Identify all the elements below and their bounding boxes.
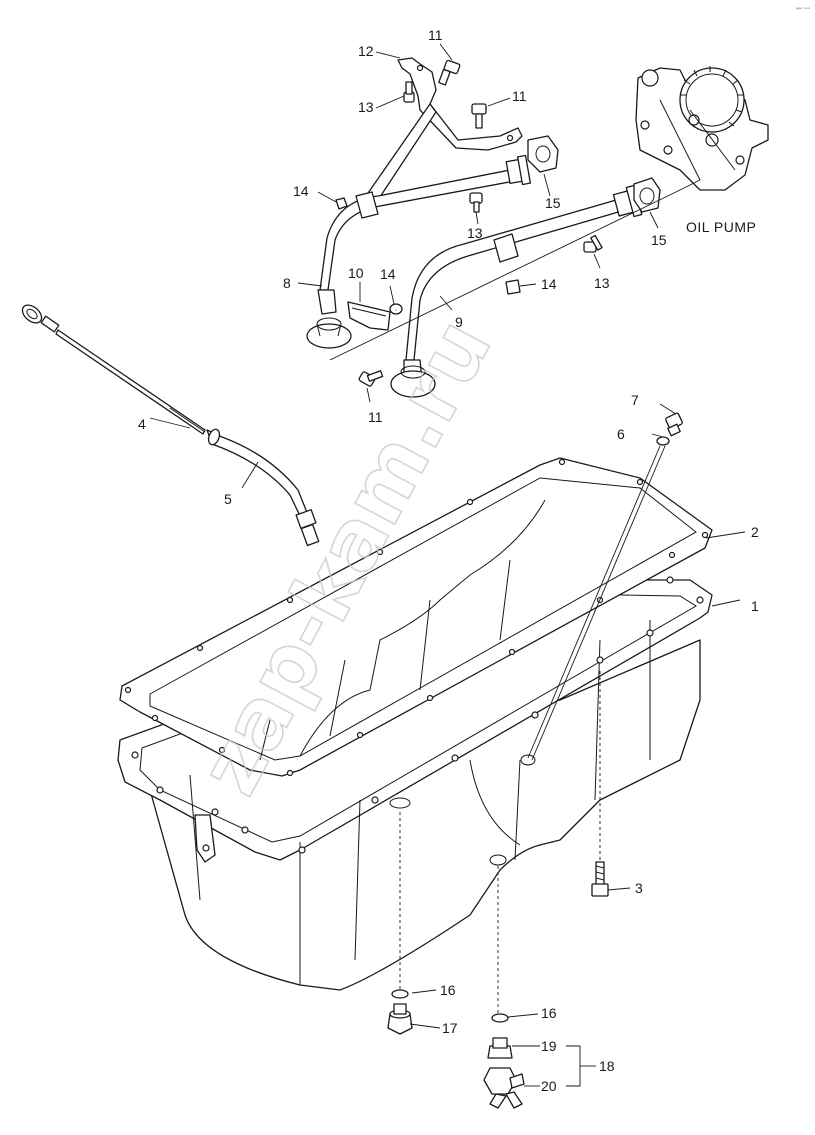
callout-20: 20 <box>541 1078 557 1094</box>
callout-11-top: 11 <box>428 27 443 43</box>
suction-pipe-lower <box>390 184 643 398</box>
plug-bolt <box>665 412 683 437</box>
bolt-11-mid <box>471 103 487 129</box>
bolt-13-mid <box>469 192 483 213</box>
pipe-clamp <box>347 301 403 331</box>
callout-numbers: 1 2 3 4 5 6 7 8 9 10 11 11 11 12 13 13 1… <box>138 27 759 1094</box>
bolt-13-upper <box>403 81 415 103</box>
leader-lines <box>149 43 746 1087</box>
callout-13-right: 13 <box>594 275 610 291</box>
bolt-13-right <box>583 234 603 253</box>
nut-14-right <box>505 279 521 295</box>
pump-flange-gasket-lower <box>633 177 661 213</box>
callout-13-mid: 13 <box>467 225 483 241</box>
bolt-11-bottom <box>358 370 384 387</box>
pump-flange-gasket-upper <box>527 135 559 173</box>
gasket-bolt-holes <box>124 458 709 777</box>
callout-10: 10 <box>348 265 364 281</box>
dipstick-tube <box>206 428 320 547</box>
plug-washer <box>656 436 670 446</box>
callout-12: 12 <box>358 43 374 59</box>
callout-14-left: 14 <box>293 183 309 199</box>
callout-13-upper: 13 <box>358 99 374 115</box>
oil-pan-gasket <box>119 457 713 777</box>
callout-3: 3 <box>635 880 643 896</box>
callout-4: 4 <box>138 416 146 432</box>
callout-1: 1 <box>751 598 759 614</box>
plug-axis-line <box>527 445 661 759</box>
callout-16-left: 16 <box>440 982 456 998</box>
bolt-11-top <box>438 59 461 86</box>
nut-14-left <box>335 197 348 210</box>
corner-code: ᵍᵉᵉ ᵒᵒᵒ <box>796 7 810 13</box>
oil-pan-bolt <box>591 861 609 897</box>
oil-pump-label: OIL PUMP <box>686 219 756 235</box>
callout-5: 5 <box>224 491 232 507</box>
callout-8: 8 <box>283 275 291 291</box>
pan-flange-bolt-holes <box>131 576 704 854</box>
drain-cock-handle <box>483 1067 525 1109</box>
callout-11-mid: 11 <box>512 88 527 104</box>
callout-6: 6 <box>617 426 625 442</box>
callout-15-lower: 15 <box>651 232 667 248</box>
suction-pipe-upper <box>306 154 532 349</box>
oil-pump <box>635 66 769 191</box>
callout-11-bottom: 11 <box>368 409 383 425</box>
callout-18: 18 <box>599 1058 615 1074</box>
callout-14-clamp: 14 <box>380 266 396 282</box>
oil-pan <box>117 576 713 991</box>
callout-14-right: 14 <box>541 276 557 292</box>
callout-2: 2 <box>751 524 759 540</box>
callout-7: 7 <box>631 392 639 408</box>
callout-17: 17 <box>442 1020 458 1036</box>
callout-15-upper: 15 <box>545 195 561 211</box>
drain-cock-body <box>487 1037 513 1059</box>
dipstick <box>21 304 206 435</box>
callout-9: 9 <box>455 314 463 330</box>
drain-plug <box>387 1003 413 1035</box>
drain-washer-left <box>391 989 409 999</box>
callout-16-right: 16 <box>541 1005 557 1021</box>
drain-washer-right <box>491 1013 509 1023</box>
callout-19: 19 <box>541 1038 557 1054</box>
